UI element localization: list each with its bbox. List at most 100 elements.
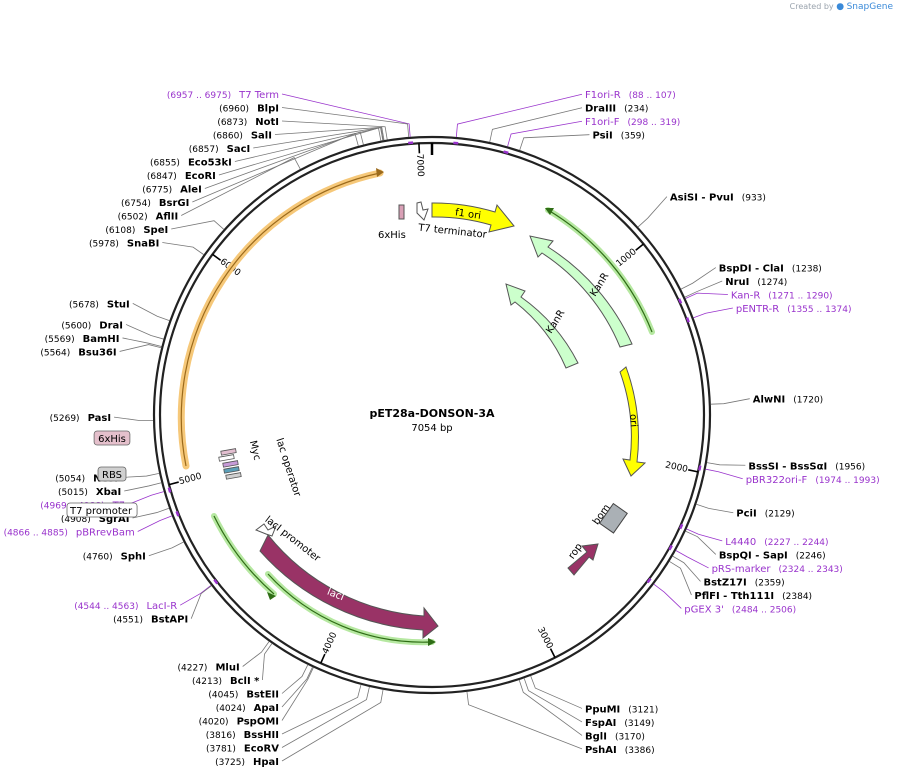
site-snabi[interactable]: SnaBI(5978) bbox=[89, 238, 159, 249]
label-name: SalI bbox=[251, 130, 272, 141]
tick-label-1000: 1000 bbox=[615, 247, 639, 269]
site-pspomi[interactable]: PspOMI(4020) bbox=[199, 717, 279, 728]
lac-operator-myc-block[interactable]: lac operator Myc bbox=[219, 437, 303, 499]
label-name: PsiI bbox=[592, 131, 612, 142]
label-coord: (3781) bbox=[206, 745, 236, 755]
label-name: BsrGI bbox=[159, 198, 189, 209]
site-bsu36i[interactable]: Bsu36I(5564) bbox=[40, 347, 116, 358]
label-name: SnaBI bbox=[127, 238, 159, 249]
laci-arrow bbox=[260, 535, 438, 638]
site-mlui[interactable]: MluI(4227) bbox=[178, 663, 240, 674]
site-stui[interactable]: StuI(5678) bbox=[69, 299, 130, 310]
primer-mark-pbrrevbam bbox=[177, 511, 179, 516]
site-bstapi[interactable]: BstAPI(4551) bbox=[113, 615, 188, 626]
site-saci[interactable]: SacI(6857) bbox=[189, 144, 251, 155]
label-name: pBR322ori-F bbox=[746, 475, 808, 486]
label-name: BstEII bbox=[246, 690, 279, 701]
site-asisi-pvui[interactable]: AsiSI - PvuI(933) bbox=[670, 193, 766, 204]
leader-nrui bbox=[685, 281, 722, 297]
site-bspqi-sapi[interactable]: BspQI - SapI(2246) bbox=[719, 550, 826, 561]
site-blpi[interactable]: BlpI(6960) bbox=[219, 103, 279, 114]
boxed-feature-6xhis[interactable]: 6xHis bbox=[94, 431, 130, 445]
site-pasi[interactable]: PasI(5269) bbox=[50, 413, 111, 424]
site-ecori[interactable]: EcoRI(6847) bbox=[147, 171, 216, 182]
site-ecorv[interactable]: EcoRV(3781) bbox=[206, 744, 279, 755]
site-bspdi-clai[interactable]: BspDI - ClaI(1238) bbox=[719, 264, 822, 275]
label-coord: (6960) bbox=[219, 104, 249, 114]
site-bsrgi[interactable]: BsrGI(6754) bbox=[121, 198, 189, 209]
leader-pbr322ori-f bbox=[706, 469, 743, 479]
primer-laci-r[interactable]: LacI-R(4544 .. 4563) bbox=[74, 601, 177, 612]
leader-pflfi-tth111i bbox=[669, 561, 691, 594]
leader-laci-r bbox=[180, 585, 211, 605]
label-coord: (88 .. 107) bbox=[629, 91, 676, 101]
primer-kan-r[interactable]: Kan-R(1271 .. 1290) bbox=[731, 291, 833, 302]
site-draiii[interactable]: DraIII(234) bbox=[585, 104, 648, 115]
boxed-feature-t7-promoter[interactable]: T7 promoter bbox=[67, 503, 137, 517]
site-psii[interactable]: PsiI(359) bbox=[592, 131, 644, 142]
label-name: F1ori-F bbox=[585, 117, 620, 128]
leader-bstz17i bbox=[673, 556, 701, 581]
site-alwni[interactable]: AlwNI(1720) bbox=[753, 395, 823, 406]
primer-pgex-3[interactable]: pGEX 3'(2484 .. 2506) bbox=[684, 604, 796, 615]
site-pflfi-tth111i[interactable]: PflFI - Tth111I(2384) bbox=[694, 591, 812, 602]
label-name: PpuMI bbox=[585, 704, 620, 715]
label-coord: (2227 .. 2244) bbox=[764, 538, 828, 548]
site-apai[interactable]: ApaI(4024) bbox=[216, 703, 279, 714]
tick-4000 bbox=[321, 654, 325, 663]
site-nrui[interactable]: NruI(1274) bbox=[725, 277, 787, 288]
primer-pentr-r[interactable]: pENTR-R(1355 .. 1374) bbox=[736, 304, 852, 315]
site-pcii[interactable]: PciI(2129) bbox=[736, 509, 794, 520]
site-bsteii[interactable]: BstEII (4045) bbox=[208, 690, 279, 701]
primer-prs-marker[interactable]: pRS-marker(2324 .. 2343) bbox=[712, 564, 843, 575]
his-tag-inner-label: 6xHis bbox=[378, 230, 406, 241]
site-bsshii[interactable]: BssHII(3816) bbox=[206, 730, 279, 741]
site-bstz17i[interactable]: BstZ17I(2359) bbox=[703, 577, 784, 588]
lac-operator-box bbox=[219, 455, 234, 462]
site-sphi[interactable]: SphI(4760) bbox=[83, 552, 146, 563]
leader-bsssi-bsss-i bbox=[707, 463, 745, 466]
label-name: MluI bbox=[215, 663, 239, 674]
site-bsssi-bsss-i[interactable]: BssSI - BssSαI(1956) bbox=[748, 461, 865, 472]
site-hpai[interactable]: HpaI(3725) bbox=[215, 757, 279, 768]
label-coord: (4045) bbox=[208, 691, 238, 701]
leader-f1ori-r bbox=[456, 94, 582, 137]
primer-t7-term[interactable]: T7 Term(6957 .. 6975) bbox=[167, 90, 279, 101]
site-drai[interactable]: DraI(5600) bbox=[61, 320, 123, 331]
site-eco53ki[interactable]: Eco53kI(6855) bbox=[150, 157, 232, 168]
primer-pbrrevbam[interactable]: pBRrevBam(4866 .. 4885) bbox=[4, 527, 135, 538]
site-noti[interactable]: NotI(6873) bbox=[217, 117, 279, 128]
bom-feature[interactable]: bom bbox=[591, 503, 627, 533]
laci-feature[interactable]: lacI bbox=[260, 535, 438, 638]
site-alei[interactable]: AleI(6775) bbox=[142, 184, 202, 195]
his-tag-inner-feature[interactable]: 6xHis bbox=[378, 205, 406, 241]
primer-l4440[interactable]: L4440(2227 .. 2244) bbox=[725, 537, 828, 548]
site-pshai[interactable]: PshAI(3386) bbox=[585, 745, 655, 756]
label-name: BssHII bbox=[244, 730, 279, 741]
leader-sgrai bbox=[133, 508, 169, 518]
kanr-feature-lower[interactable]: KanR bbox=[506, 284, 578, 368]
leader-bgli bbox=[519, 680, 582, 735]
ori-feature[interactable]: ori bbox=[620, 367, 645, 476]
site-bgli[interactable]: BglI(3170) bbox=[585, 731, 645, 742]
primer-f1ori-f[interactable]: F1ori-F(298 .. 319) bbox=[585, 117, 680, 128]
site-fspai[interactable]: FspAI(3149) bbox=[585, 718, 654, 729]
label-coord: (6873) bbox=[217, 118, 247, 128]
site-spei[interactable]: SpeI(6108) bbox=[105, 225, 168, 236]
boxed-feature-rbs[interactable]: RBS bbox=[98, 467, 126, 481]
label-coord: (1355 .. 1374) bbox=[787, 305, 851, 315]
site-bcli[interactable]: BclI *(4213) bbox=[192, 676, 260, 687]
site-bamhi[interactable]: BamHI(5569) bbox=[45, 334, 120, 345]
label-coord: (2324 .. 2343) bbox=[779, 565, 843, 575]
credit-brand: SnapGene bbox=[847, 2, 893, 12]
site-sali[interactable]: SalI(6860) bbox=[213, 130, 272, 141]
primer-pbr322ori-f[interactable]: pBR322ori-F (1974 .. 1993) bbox=[746, 475, 880, 486]
primer-f1ori-r[interactable]: F1ori-R(88 .. 107) bbox=[585, 90, 676, 101]
label-coord: (1974 .. 1993) bbox=[815, 476, 879, 486]
rop-feature[interactable]: rop bbox=[567, 542, 598, 575]
site-ppumi[interactable]: PpuMI(3121) bbox=[585, 704, 658, 715]
label-name: BglI bbox=[585, 731, 607, 742]
his-tag-inner-box bbox=[399, 205, 404, 219]
site-aflii[interactable]: AflII(6502) bbox=[118, 211, 179, 222]
site-xbai[interactable]: XbaI(5015) bbox=[58, 487, 121, 498]
